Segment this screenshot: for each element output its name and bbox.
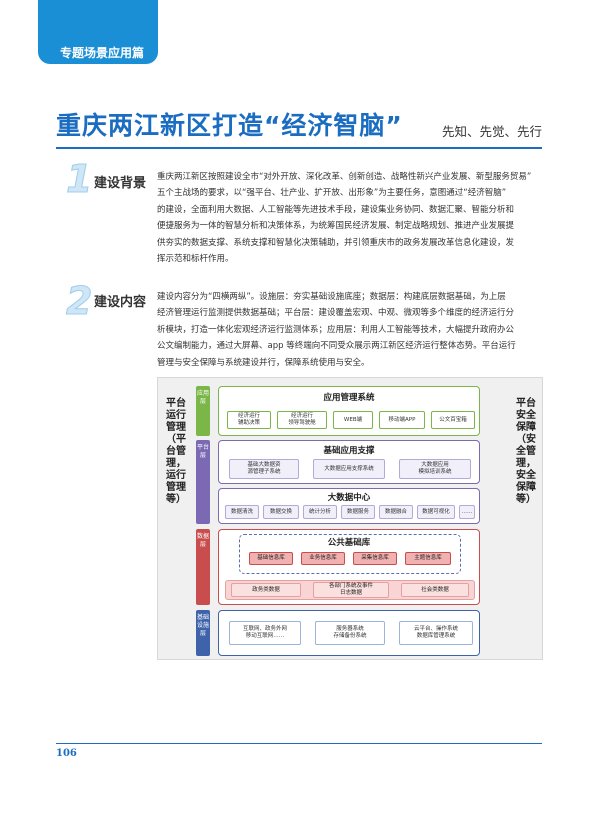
section-tab: 专题场景应用篇 [38, 0, 158, 64]
database-item: 采集信息库 [353, 552, 397, 565]
layer-tab-data: 数据层 [196, 529, 210, 605]
page-title: 重庆两江新区打造“经济智脑” [56, 111, 403, 140]
app-item: WEB端 [333, 411, 373, 429]
bigdata-center-box: 大数据中心 数据清洗 数据交换 统计分析 数据服务 数据融合 数据可视化 …… [218, 488, 480, 524]
public-database-frame [239, 534, 461, 574]
bigdata-item: …… [459, 505, 475, 519]
layer-tab-infrastructure: 基础设施层 [196, 610, 210, 656]
database-item: 基础信息库 [249, 552, 293, 565]
platform-item: 基础大数据资 源管理子系统 [229, 459, 299, 479]
footer-divider [56, 743, 542, 744]
infra-item: 互联网、政务外网 移动互联网…… [229, 621, 301, 645]
platform-item: 大数据应用支撑系统 [313, 459, 385, 479]
text-line: 挥示范和标杆作用。 [157, 254, 234, 265]
layer-tab-platform: 平台层 [196, 440, 210, 524]
section-label-background: 建设背景 [94, 176, 147, 191]
text-line: 管理与安全保障与系统建设并行，保障系统使用与安全。 [157, 357, 370, 368]
text-line: 析模块，打造一体化宏观经济运行监测体系；应用层：利用人工智能等技术，大幅提升政府… [157, 324, 515, 335]
platform-item: 大数据应用 模拟培训系统 [399, 459, 471, 479]
app-item: 经济运行 领导驾驶舱 [277, 411, 327, 429]
layer-tab-application: 应用层 [196, 386, 210, 436]
application-layer: 应用管理系统 经济运行 辅助决策 经济运行 领导驾驶舱 WEB端 移动端APP … [218, 386, 480, 436]
bigdata-item: 数据清洗 [225, 505, 259, 519]
text-line: 五个主战场的要求，以“强平台、壮产业、扩开放、出形象”为主要任务，意图通过“经济… [157, 188, 507, 199]
page-subtitle: 先知、先觉、先行 [441, 124, 542, 139]
app-item: 公文百宝箱 [431, 411, 475, 429]
database-item: 主题信息库 [405, 552, 451, 565]
application-layer-title: 应用管理系统 [323, 393, 375, 403]
bigdata-item: 数据可视化 [417, 505, 455, 519]
left-side-label: 平台运行管理（平台管理，运行管理等） [166, 398, 186, 505]
section-label-content: 建设内容 [94, 295, 147, 310]
public-database-title: 公共基础库 [327, 538, 371, 548]
app-item: 经济运行 辅助决策 [227, 411, 271, 429]
section-paragraph-content: 建设内容分为“四横两纵”。设施层：夯实基础设施底座；数据层：构建底层数据基础，为… [157, 289, 543, 371]
text-line: 供夯实的数据支撑、系统支撑和智慧化决策辅助，并引领重庆市的政务发展改革信息化建设… [157, 237, 515, 248]
bigdata-item: 数据交换 [263, 505, 299, 519]
app-item: 移动端APP [379, 411, 425, 429]
section-number-2: 2 [65, 279, 93, 323]
data-source-item: 政务类数据 [231, 583, 301, 597]
infra-item: 云平台、操作系统 数据库管理系统 [399, 621, 473, 645]
text-line: 经济管理运行监测提供数据基础；平台层：建设覆盖宏观、中观、微观等多个维度的经济运… [157, 308, 515, 319]
section-paragraph-background: 重庆两江新区按照建设全市“对外开放、深化改革、创新创造、战略性新兴产业发展、新型… [157, 169, 543, 267]
bigdata-center-title: 大数据中心 [327, 493, 371, 503]
data-source-item: 社会类数据 [401, 583, 469, 597]
database-item: 业务信息库 [301, 552, 345, 565]
infrastructure-layer: 互联网、政务外网 移动互联网…… 服务器系统 存储备份系统 云平台、操作系统 数… [218, 610, 480, 656]
text-line: 的建设，全面利用大数据、人工智能等先进技术手段，建设集业务协同、数据汇聚、智能分… [157, 204, 515, 215]
bigdata-item: 统计分析 [303, 505, 337, 519]
platform-support-title: 基础应用支撑 [323, 446, 375, 456]
bigdata-item: 数据融合 [379, 505, 413, 519]
infra-item: 服务器系统 存储备份系统 [315, 621, 385, 645]
text-line: 公文编制能力，通过大屏幕、app 等终端向不同受众展示两江新区经济运行整体态势。… [157, 341, 516, 352]
platform-support-box: 基础应用支撑 基础大数据资 源管理子系统 大数据应用支撑系统 大数据应用 模拟培… [218, 440, 480, 484]
title-divider [56, 147, 542, 149]
section-number-1: 1 [65, 157, 93, 201]
architecture-diagram: 平台运行管理（平台管理，运行管理等） 平台安全保障（安全管理，安全保障等） 应用… [157, 377, 543, 660]
data-layer: 公共基础库 基础信息库 业务信息库 采集信息库 主题信息库 政务类数据 各部门系… [218, 529, 480, 605]
text-line: 便捷服务为一体的智慧分析和决策体系，为统筹国民经济发展、制定战略规划、推进产业发… [157, 221, 515, 232]
section-tab-label: 专题场景应用篇 [60, 46, 145, 60]
text-line: 建设内容分为“四横两纵”。设施层：夯实基础设施底座；数据层：构建底层数据基础，为… [157, 292, 506, 302]
data-source-item: 各部门系统及事件 日志数据 [313, 582, 389, 598]
right-side-label: 平台安全保障（安全管理，安全保障等） [516, 398, 536, 505]
text-line: 重庆两江新区按照建设全市“对外开放、深化改革、创新创造、战略性新兴产业发展、新型… [157, 172, 532, 182]
bigdata-item: 数据服务 [341, 505, 375, 519]
page-number: 106 [56, 748, 77, 759]
